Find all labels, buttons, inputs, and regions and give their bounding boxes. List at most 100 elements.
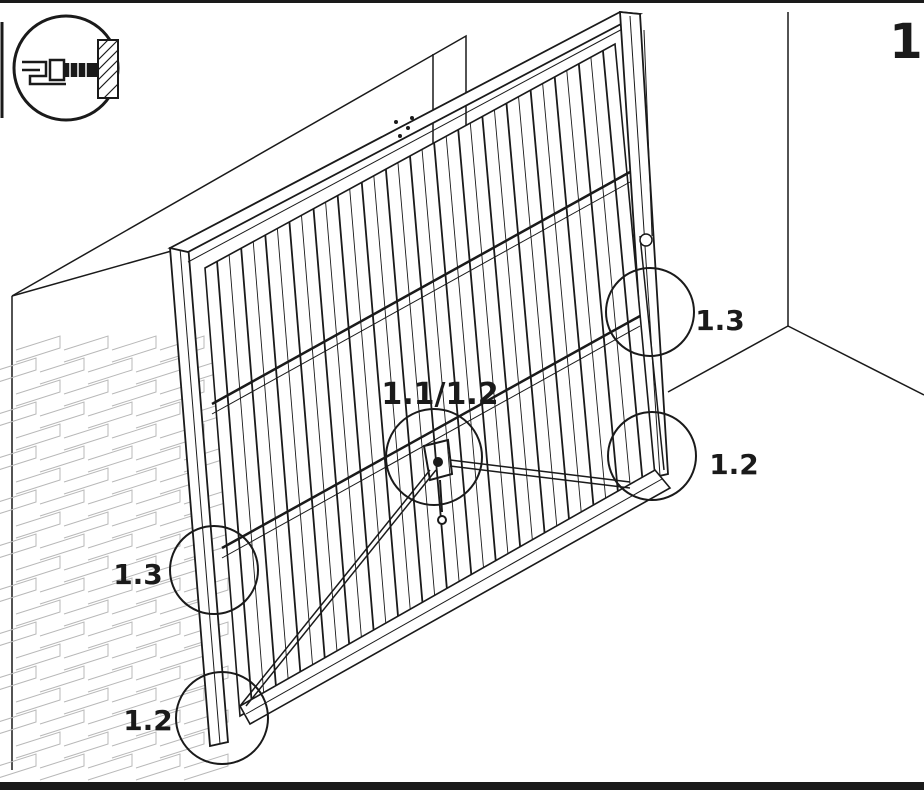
door-rib (505, 103, 547, 540)
brick (15, 423, 61, 451)
brick (135, 665, 181, 693)
brick (63, 379, 109, 407)
door-rib (469, 123, 509, 561)
brick (111, 599, 157, 627)
brick (135, 357, 181, 385)
brick (159, 643, 205, 671)
brick (183, 709, 229, 737)
brick (39, 709, 85, 737)
brick (0, 665, 37, 690)
door-rib (336, 195, 376, 639)
brick (39, 533, 85, 561)
brick (135, 401, 181, 429)
brick (15, 599, 61, 627)
door-rib (529, 90, 571, 526)
door-rib (493, 109, 534, 547)
door-rib (566, 70, 607, 505)
brick (135, 577, 181, 605)
door-rib (240, 248, 278, 695)
brick (15, 687, 61, 715)
callout-label-right-lower: 1.2 (709, 448, 759, 481)
brick (63, 335, 109, 363)
brick (63, 731, 109, 759)
door-rib (384, 169, 424, 611)
door-rib (264, 234, 302, 681)
door-rib (577, 63, 620, 498)
brick (111, 731, 157, 759)
brick (39, 577, 85, 605)
door-rib (445, 136, 485, 575)
detail-inset (0, 14, 120, 122)
door-rib (518, 96, 558, 533)
door-rib (433, 142, 473, 582)
brick (63, 687, 109, 715)
brick (111, 511, 157, 539)
garage-door (167, 10, 672, 748)
brick (135, 489, 181, 517)
door-rib (553, 76, 595, 512)
callout-center-circle (385, 408, 483, 506)
door-rib (360, 182, 400, 625)
brick (0, 445, 37, 470)
door-rib (228, 254, 265, 702)
door-rib (457, 129, 498, 568)
brick (87, 577, 133, 605)
door-rib (312, 208, 351, 653)
brick (15, 335, 61, 363)
door-rib (325, 202, 363, 646)
door-rib (481, 116, 522, 554)
brick (39, 753, 85, 781)
door-rib (276, 228, 314, 674)
callout-left-upper-circle (169, 525, 259, 615)
door-rib (397, 162, 436, 604)
brick (15, 555, 61, 583)
brick (15, 511, 61, 539)
brick (63, 423, 109, 451)
brick (159, 599, 205, 627)
door-rib (216, 261, 254, 710)
brick (0, 621, 37, 646)
brick (63, 643, 109, 671)
callout-label-center: 1.1/1.2 (381, 377, 498, 412)
door-rib (602, 50, 644, 484)
brick (0, 357, 37, 382)
brick (0, 577, 37, 602)
brick (0, 401, 37, 426)
door-rib (590, 57, 632, 491)
brick (111, 643, 157, 671)
brick (87, 753, 133, 781)
brick (87, 665, 133, 693)
brick (111, 467, 157, 495)
brick (39, 445, 85, 473)
brick (39, 489, 85, 517)
brick (111, 379, 157, 407)
brick (0, 709, 37, 734)
brick (135, 445, 181, 473)
callout-label-left-lower: 1.2 (123, 704, 173, 737)
brick (63, 467, 109, 495)
brick (135, 533, 181, 561)
callout-right-upper-circle (605, 267, 695, 357)
brick (63, 555, 109, 583)
brick (15, 643, 61, 671)
brick (87, 401, 133, 429)
brick (0, 489, 37, 514)
callout-right-lower-circle (607, 411, 697, 501)
brick (39, 401, 85, 429)
door-rib (301, 215, 339, 660)
brick (63, 599, 109, 627)
brick (39, 357, 85, 385)
callout-label-left-upper: 1.3 (113, 558, 163, 591)
brick (111, 687, 157, 715)
brick (15, 731, 61, 759)
brick (87, 621, 133, 649)
brick (0, 533, 37, 558)
brick (63, 511, 109, 539)
brick (135, 621, 181, 649)
callout-label-right-upper: 1.3 (695, 304, 745, 337)
brick (87, 357, 133, 385)
brick (87, 533, 133, 561)
brick (0, 753, 37, 778)
